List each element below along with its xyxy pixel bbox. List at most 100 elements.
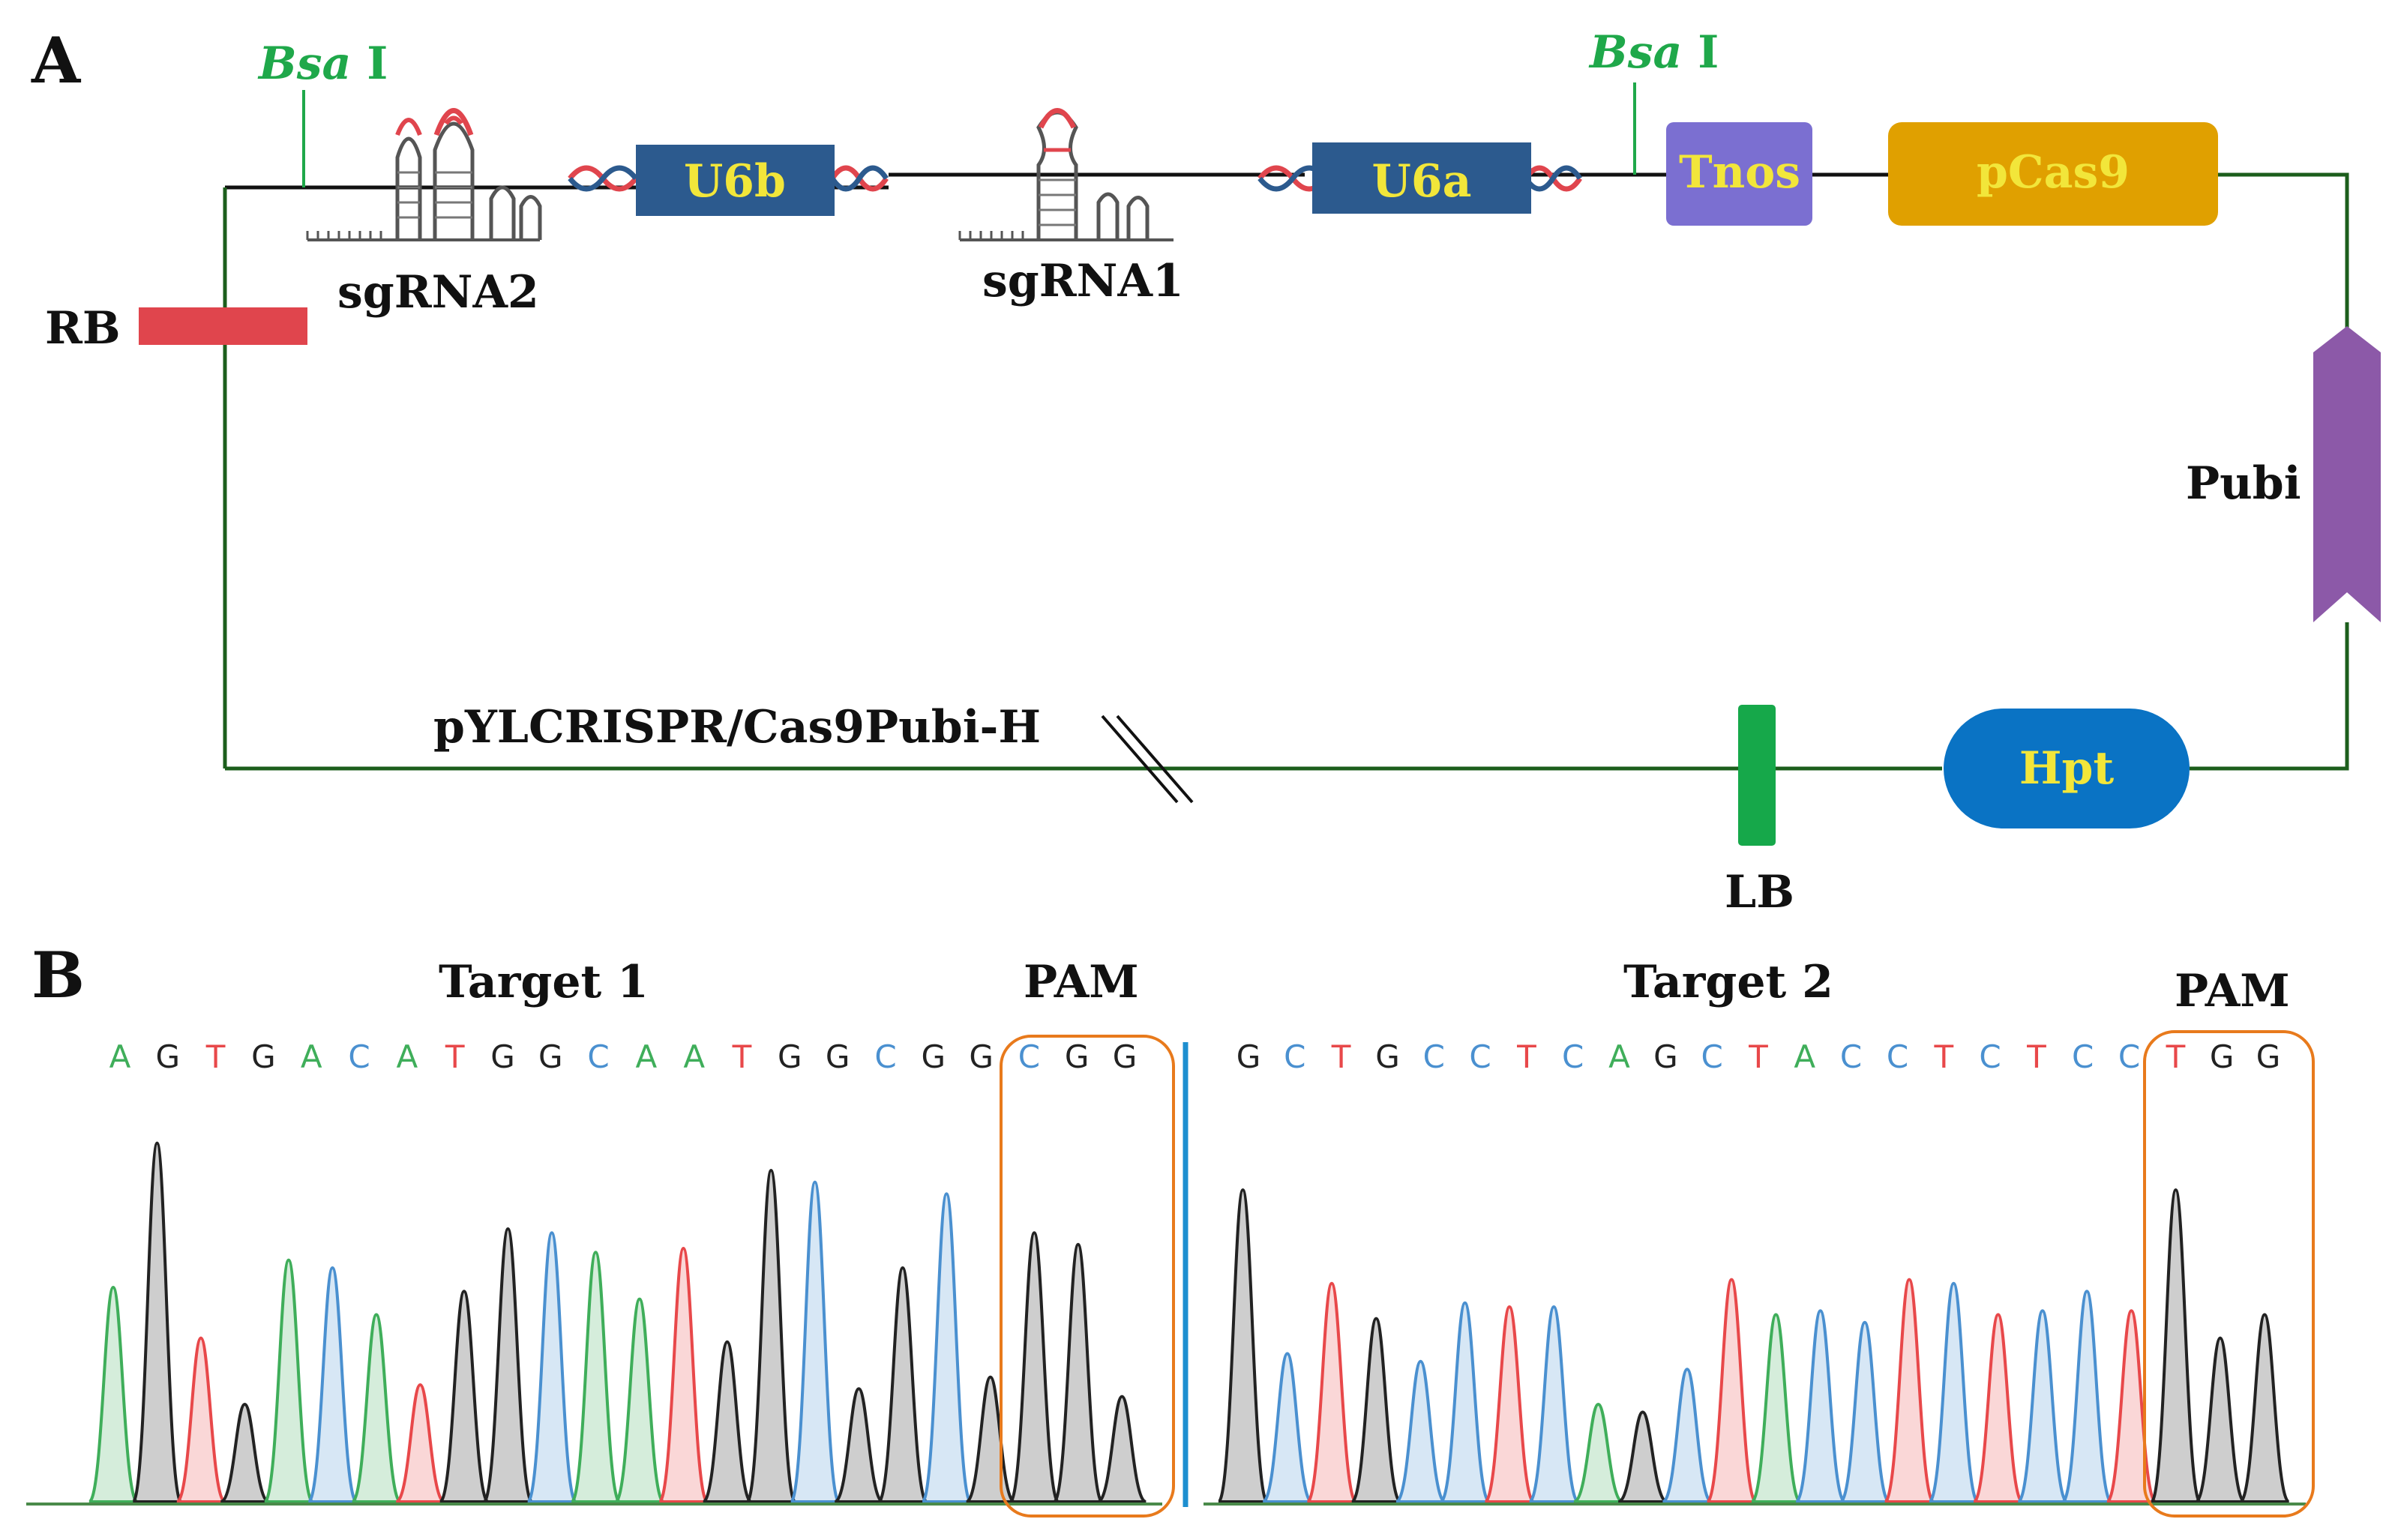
target1-peak — [745, 1168, 797, 1503]
lb-block — [1738, 705, 1776, 846]
target1-peak — [87, 1285, 139, 1503]
target2-base-letter: C — [1284, 1038, 1305, 1075]
target2-title: Target 2 — [1623, 956, 1833, 1008]
target2-peak — [1972, 1313, 2025, 1503]
target1-peak — [220, 1402, 270, 1503]
target2-peak — [1395, 1359, 1446, 1503]
target1-pam-box — [1000, 1035, 1175, 1518]
target1-peak — [1009, 1231, 1060, 1503]
target2-base-letter: C — [1701, 1038, 1723, 1075]
target1-peak — [921, 1192, 973, 1503]
target1-peak — [613, 1297, 665, 1503]
target2-base-letter: T — [1331, 1038, 1351, 1075]
target2-peak — [1572, 1402, 1624, 1503]
pcas9-box — [1888, 122, 2218, 226]
target2-peak — [1794, 1309, 1847, 1503]
target2-base-letter: C — [2072, 1038, 2094, 1075]
target2-peak — [1483, 1305, 1536, 1503]
target1-base-letter: G — [969, 1038, 994, 1075]
hpt-label: Hpt — [2019, 742, 2115, 795]
tnos-label: Tnos — [1679, 146, 1800, 199]
sgrna1-label: sgRNA1 — [982, 255, 1184, 307]
target2-peak — [1617, 1410, 1668, 1503]
target1-peak — [307, 1266, 358, 1503]
bsa-right-label: Bsa I — [1588, 26, 1719, 79]
target1-base-letter: C — [587, 1038, 609, 1075]
target1-base-letter: G — [538, 1038, 563, 1075]
target2-peak — [2061, 1290, 2113, 1503]
target1-base-letter: T — [732, 1038, 752, 1075]
u6b-box — [636, 145, 835, 216]
target2-peak — [2194, 1336, 2247, 1503]
target1-peak — [658, 1246, 709, 1503]
hpt-box — [1944, 709, 2190, 828]
target2-base-letter: C — [1423, 1038, 1445, 1075]
target1-base-letter: A — [683, 1038, 705, 1075]
target2-base-letter: C — [1979, 1038, 2001, 1075]
target1-base-letter: T — [445, 1038, 465, 1075]
target1-base-letter: A — [397, 1038, 418, 1075]
target2-base-letter: C — [2118, 1038, 2140, 1075]
lb-label: LB — [1725, 866, 1794, 918]
target2-peak — [1262, 1352, 1313, 1503]
u6a-label: U6a — [1372, 155, 1472, 208]
sgrna2-label: sgRNA2 — [337, 266, 539, 319]
target2-base-letter: T — [2026, 1038, 2046, 1075]
backbone-right-top — [2216, 172, 2349, 330]
target2-peak — [1662, 1368, 1713, 1503]
target1-base-letter: A — [109, 1038, 131, 1075]
target1-peak — [1097, 1395, 1147, 1503]
target1-peak — [877, 1266, 928, 1503]
target2-base-letter: T — [2166, 1038, 2186, 1075]
target1-base-letter: T — [205, 1038, 226, 1075]
target1-base-letter: G — [251, 1038, 276, 1075]
target1-pam-label: PAM — [1024, 956, 1139, 1008]
target1-base-letter: C — [1018, 1038, 1040, 1075]
target2-peak — [2150, 1188, 2202, 1503]
target2-pam-label: PAM — [2175, 965, 2290, 1017]
target1-peak — [482, 1227, 534, 1503]
target2-peak — [1439, 1301, 1491, 1503]
target2-base-letter: G — [2210, 1038, 2235, 1075]
target2-peak — [1839, 1320, 1891, 1503]
target1-peak — [131, 1141, 183, 1503]
u6b-label: U6b — [684, 155, 786, 208]
target1-peak — [395, 1383, 445, 1503]
target2-base-letter: G — [1375, 1038, 1400, 1075]
target2-pam-box — [2143, 1030, 2315, 1518]
helix-glyphs — [568, 165, 1582, 192]
target2-base-letter: C — [1469, 1038, 1491, 1075]
target1-base-letter: G — [156, 1038, 181, 1075]
pubi-label: Pubi — [2186, 457, 2301, 510]
target1-peak — [1052, 1242, 1104, 1503]
target1-peak — [570, 1251, 622, 1503]
target1-base-letter: C — [874, 1038, 896, 1075]
target2-base-letter: G — [1653, 1038, 1678, 1075]
u6a-box — [1312, 142, 1531, 214]
target1-base-letter: G — [922, 1038, 946, 1075]
target1-base-letter: G — [778, 1038, 802, 1075]
target2-base-letter: A — [1608, 1038, 1630, 1075]
target2-peak — [1883, 1278, 1935, 1503]
target2-base-letter: T — [1516, 1038, 1536, 1075]
target2-peak — [1705, 1278, 1758, 1503]
target2-peak — [1350, 1317, 1402, 1503]
target1-peak — [526, 1231, 578, 1503]
target2-base-letter: T — [1933, 1038, 1953, 1075]
bsa-left-label: Bsa I — [257, 37, 388, 90]
target1-title: Target 1 — [439, 956, 649, 1008]
target2-base-letter: A — [1794, 1038, 1815, 1075]
target1-peak — [175, 1336, 227, 1503]
target2-base-letter: G — [2256, 1038, 2281, 1075]
target1-peak — [701, 1340, 753, 1503]
target2-peak — [1527, 1305, 1580, 1503]
target1-peak — [350, 1313, 403, 1503]
target2-peak — [1749, 1313, 1802, 1503]
target1-base-letter: G — [826, 1038, 850, 1075]
break-marks — [1101, 715, 1194, 804]
tnos-box — [1666, 122, 1812, 226]
target1-peak — [438, 1290, 490, 1503]
